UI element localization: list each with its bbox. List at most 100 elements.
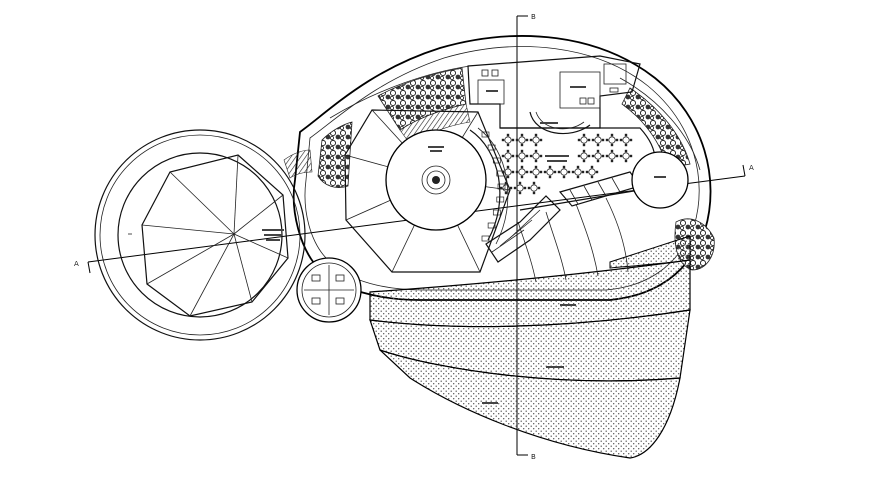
dining-chair: [605, 138, 609, 142]
dining-chair: [629, 138, 633, 142]
dining-table: [504, 136, 512, 144]
dining-chair: [567, 170, 571, 174]
terrace-label-2: [546, 366, 564, 368]
dining-chair: [515, 154, 519, 158]
booth-seat: [487, 222, 496, 229]
dining-table: [546, 168, 554, 176]
counter-label-text: [540, 122, 558, 124]
partition-blades: [517, 197, 629, 283]
booth-seat: [492, 209, 501, 216]
kitchen-room: [559, 71, 601, 109]
dining-chair: [543, 170, 547, 174]
dining-chair: [529, 170, 533, 174]
dining-table: [594, 152, 602, 160]
dining-chair: [624, 133, 628, 137]
dining-chair: [520, 159, 524, 163]
dining-chair: [582, 133, 586, 137]
dining-chair: [581, 170, 585, 174]
dining-chair: [562, 165, 566, 169]
dining-chair: [506, 165, 510, 169]
dining-chair: [624, 143, 628, 147]
dining-chair: [582, 159, 586, 163]
dining-chair: [520, 175, 524, 179]
dining-chair: [501, 170, 505, 174]
dining-chair: [601, 154, 605, 158]
dining-chair: [539, 138, 543, 142]
dining-table: [588, 168, 596, 176]
dining-chair: [619, 154, 623, 158]
restroom-room: [477, 79, 505, 105]
pavilion-label-text-2: [264, 234, 282, 236]
dining-chair: [504, 181, 508, 185]
ramp-west: [485, 195, 561, 263]
dining-chair: [557, 170, 561, 174]
dining-chair: [534, 149, 538, 153]
dining-chair: [499, 186, 503, 190]
east-room-label-text: [654, 176, 666, 178]
dining-chair: [615, 154, 619, 158]
booth-seat: [492, 157, 501, 164]
dining-chair: [534, 133, 538, 137]
section-marker-bottom: B: [531, 453, 536, 461]
service-fixtures: [481, 69, 619, 105]
terrace-top-wedge: [609, 235, 691, 269]
dining-chair: [571, 170, 575, 174]
north-arc-wall: [329, 65, 471, 119]
dining-chair: [596, 133, 600, 137]
dining-chair: [553, 170, 557, 174]
dining-chair: [548, 165, 552, 169]
ramp-east-steps: [569, 177, 621, 205]
section-marker-top: B: [531, 13, 536, 21]
dining-chair: [610, 159, 614, 163]
dining-table: [504, 152, 512, 160]
booth-seat: [496, 196, 505, 203]
dining-chair: [539, 154, 543, 158]
sw-round-block-inner: [301, 262, 357, 318]
booth-seat: [481, 235, 490, 242]
counter-arc-inner: [535, 111, 585, 130]
pavilion-dome-ribs: [141, 154, 289, 317]
dining-chair: [548, 175, 552, 179]
dining-chair: [590, 175, 594, 179]
dining-chair: [615, 138, 619, 142]
dining-chair: [577, 154, 581, 158]
dining-chair: [534, 165, 538, 169]
dining-table: [594, 136, 602, 144]
pavilion-label-text: [262, 229, 284, 231]
dining-chair: [562, 175, 566, 179]
dining-chair: [624, 149, 628, 153]
dining-table: [580, 136, 588, 144]
dining-chair: [582, 149, 586, 153]
northeast-arc-wall: [619, 77, 701, 171]
dining-chair: [610, 149, 614, 153]
booth-seat: [497, 183, 506, 190]
dining-chair: [506, 149, 510, 153]
landscaping: [283, 67, 715, 271]
terrace-label-1: [560, 304, 576, 306]
dining-table: [504, 168, 512, 176]
dining-table: [532, 136, 540, 144]
dining-label-text-2: [547, 160, 567, 162]
dining-chair: [629, 154, 633, 158]
dining-chair: [501, 138, 505, 142]
kitchen-label-text: [570, 86, 586, 88]
dining-chair: [506, 133, 510, 137]
booth-seat: [487, 144, 496, 151]
dining-chair: [525, 154, 529, 158]
counter-arc: [529, 111, 591, 135]
dining-chair: [587, 154, 591, 158]
dining-chair: [520, 165, 524, 169]
section-tick-left: [87, 261, 91, 274]
dining-chair: [532, 181, 536, 185]
foyer-polygon: [344, 109, 511, 273]
dining-chair: [515, 170, 519, 174]
dining-chair: [527, 186, 531, 190]
dining-chair: [534, 143, 538, 147]
pavilion-ring-outer-2: [99, 134, 301, 336]
dining-chair: [523, 186, 527, 190]
dining-chair: [624, 159, 628, 163]
dining-chair: [518, 191, 522, 195]
rotunda-label-text-2: [430, 150, 442, 152]
south-terraces: [369, 235, 691, 459]
